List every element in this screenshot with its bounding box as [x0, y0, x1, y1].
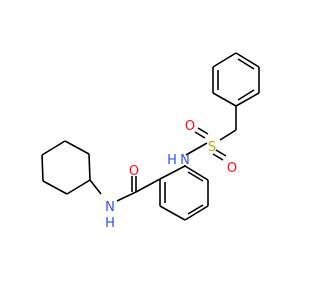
carbonyl-oxygen-label: O: [129, 164, 139, 179]
sulfur-label: S: [208, 140, 216, 155]
anilide-benzene-ring: [159, 165, 209, 221]
sulfonyl-oxygen-left-label: O: [185, 119, 195, 134]
sulfonyl-oxygen-right-label: O: [227, 161, 237, 176]
amide-hydrogen-label: H: [105, 216, 115, 231]
amide-bonds: [89, 176, 161, 202]
cyclohexane-ring: [41, 140, 91, 195]
molecule-diagram: O N H N H S O O: [41, 52, 260, 231]
amide-nitrogen-label: N: [105, 200, 115, 215]
benzyl-phenyl-ring: [212, 52, 260, 107]
sulfonamide-hydrogen-label: H: [167, 153, 177, 168]
sulfonyl-double-bonds: [194, 127, 227, 161]
sulfonamide-bonds: [184, 106, 237, 166]
sulfonamide-nitrogen-label: N: [180, 153, 190, 168]
structure-canvas: O N H N H S O O: [41, 52, 260, 231]
